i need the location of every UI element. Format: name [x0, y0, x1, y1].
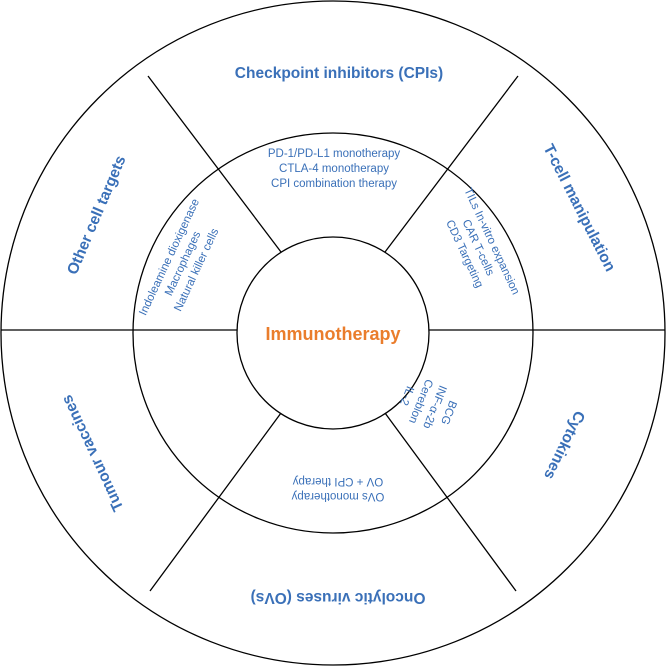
outer-label-ovs: Oncolytic viruses (OVs) [251, 589, 426, 606]
center-label: Immunotherapy [265, 324, 400, 344]
inner-group-checkpoint: PD-1/PD-L1 monotherapy CTLA-4 monotherap… [268, 148, 401, 190]
inner-item-checkpoint-3: CPI combination therapy [271, 178, 397, 190]
inner-item-ovs-1: OVs monotherapy [291, 490, 384, 502]
outer-label-cytokines: Cytokines [540, 408, 588, 482]
middle-ring [132, 132, 534, 534]
outer-label-checkpoint: Checkpoint inhibitors (CPIs) [235, 65, 443, 82]
inner-item-checkpoint-1: PD-1/PD-L1 monotherapy [268, 148, 401, 160]
inner-item-checkpoint-2: CTLA-4 monotherapy [279, 163, 389, 175]
inner-group-tcell: TILs In-vitro expansion CAR T-cells CD3 … [443, 186, 521, 297]
inner-group-other: Indoleamine dioxigenase Macrophages Natu… [137, 197, 221, 317]
outer-label-other: Other cell targets [64, 153, 129, 277]
inner-group-ovs: OVs monotherapy OV + CPI therapy [291, 475, 384, 502]
inner-ring [236, 236, 430, 430]
divider-top-right [384, 75, 519, 253]
divider-bottom-right [384, 412, 517, 592]
divider-top-left [147, 75, 282, 253]
outer-label-vaccines: Tumour vaccines [59, 392, 128, 514]
inner-item-ovs-2: OV + CPI therapy [293, 475, 384, 487]
divider-bottom-left [149, 412, 282, 592]
inner-group-cytokines: BCG INF-α-2b Cereblon IL-2 [397, 377, 458, 430]
outer-label-tcell: T-cell manipulation [540, 142, 619, 275]
